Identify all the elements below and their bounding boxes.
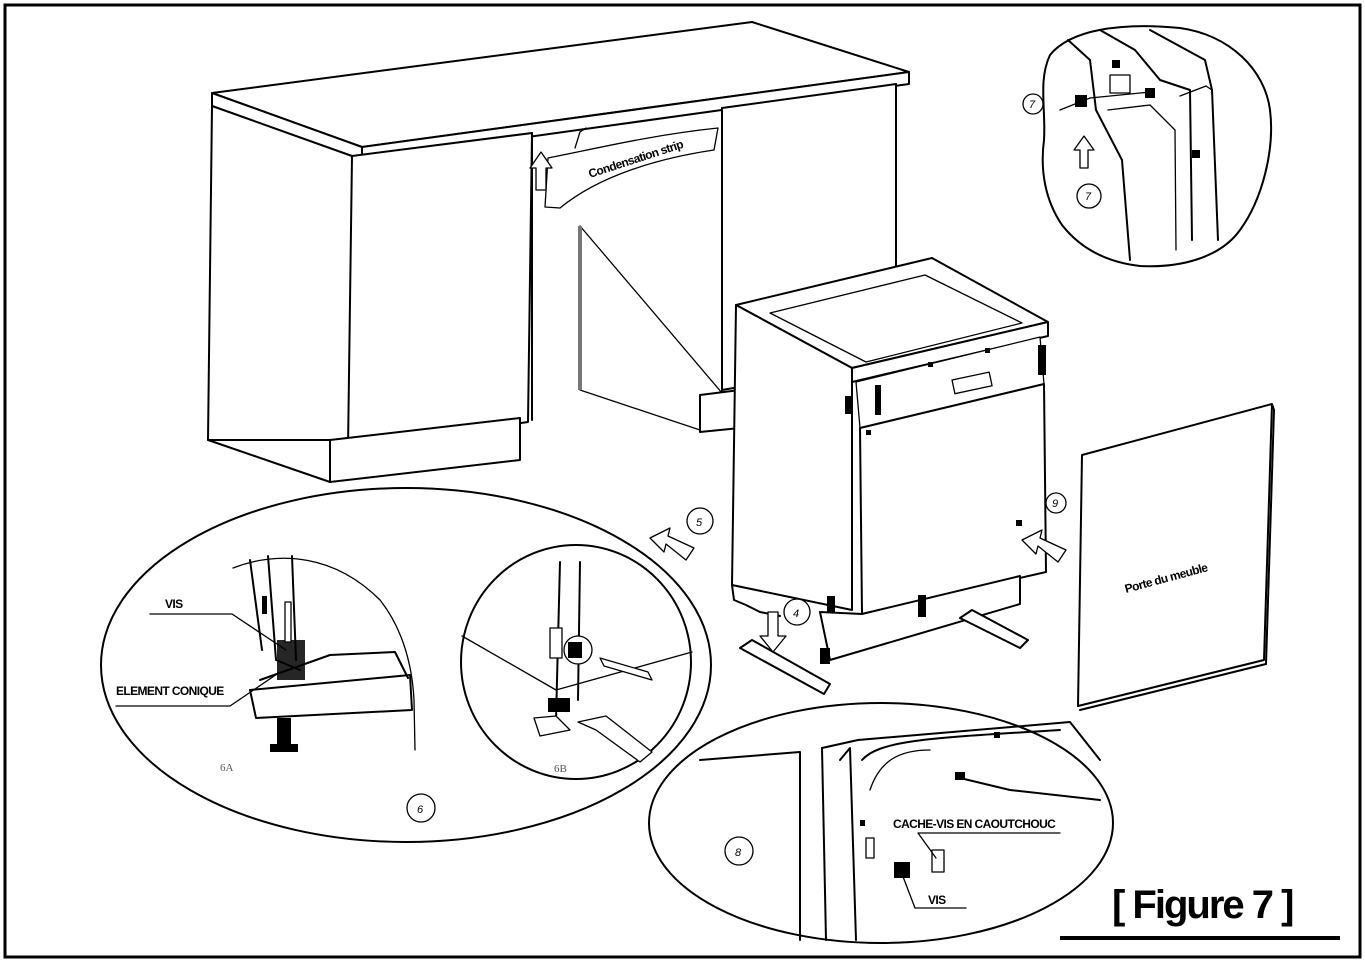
- step-marker: 9: [1045, 492, 1067, 514]
- left-arrow-icon: [649, 527, 695, 561]
- kitchen-cabinet: Condensation strip: [207, 21, 910, 483]
- step-marker: 7: [1022, 93, 1044, 115]
- step-marker: 6: [406, 793, 436, 823]
- svg-text:5: 5: [696, 517, 703, 529]
- svg-text:7: 7: [1029, 99, 1036, 111]
- step-marker: 8: [724, 836, 754, 866]
- sub-6b: 6B: [554, 763, 567, 775]
- rubber-cap-label: CACHE-VIS EN CAOUTCHOUC: [893, 817, 1056, 831]
- step-marker: 7: [1076, 183, 1102, 209]
- svg-text:6: 6: [417, 804, 424, 816]
- furniture-door: Porte du meuble: [1077, 403, 1275, 711]
- down-arrow-icon: [759, 611, 787, 653]
- conical-element-label: ELEMENT CONIQUE: [116, 684, 224, 698]
- up-arrow-icon: [1073, 135, 1095, 169]
- detail-6: VIS ELEMENT CONIQUE 6A 6B: [100, 487, 712, 843]
- step-marker: 5: [686, 507, 714, 535]
- left-arrow-icon: [1021, 529, 1067, 563]
- sub-6a: 6A: [220, 762, 234, 774]
- svg-text:7: 7: [1085, 191, 1092, 203]
- screw-label-6a: VIS: [165, 597, 183, 611]
- detail-8: CACHE-VIS EN CAOUTCHOUC VIS: [648, 702, 1114, 944]
- detail-7: [1041, 25, 1273, 268]
- page-border: [3, 3, 1362, 959]
- step-marker: 4: [783, 598, 811, 626]
- figure-caption: [ Figure 7 ]: [1112, 883, 1293, 927]
- dishwasher: [649, 257, 1067, 695]
- svg-text:9: 9: [1052, 498, 1058, 510]
- screw-label-8: VIS: [928, 893, 946, 907]
- svg-text:4: 4: [793, 608, 799, 620]
- svg-text:8: 8: [735, 847, 742, 859]
